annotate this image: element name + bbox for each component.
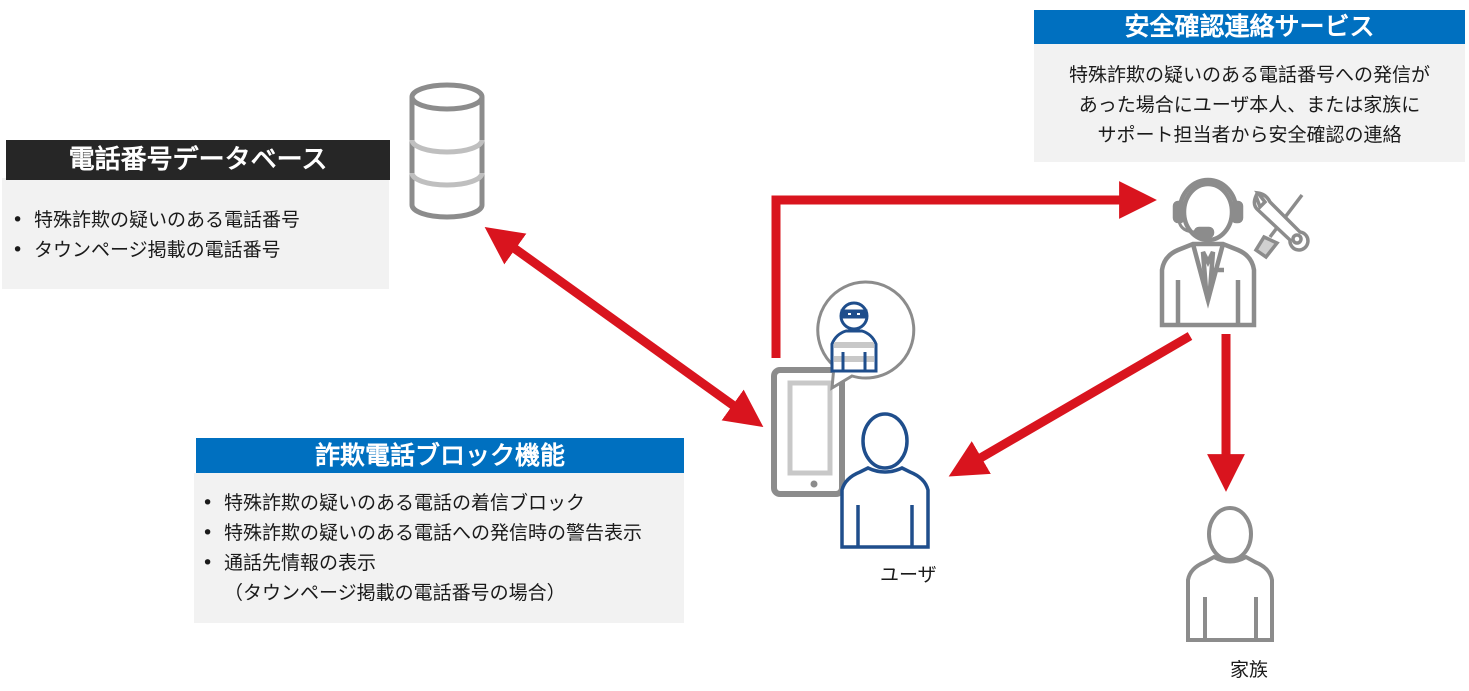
family-person-icon [1186, 506, 1274, 642]
database-item: タウンページ掲載の電話番号 [12, 235, 300, 265]
safety-line: サポート担当者から安全確認の連絡 [1097, 124, 1402, 146]
arrow-smartphone-operator [771, 181, 1157, 358]
user-label: ユーザ [880, 564, 937, 586]
block-item: 特殊詐欺の疑いのある電話の着信ブロック [202, 488, 642, 518]
database-panel-body: 特殊詐欺の疑いのある電話番号 タウンページ掲載の電話番号 [12, 205, 300, 265]
arrow-database-smartphone [484, 226, 764, 428]
safety-panel [1034, 44, 1465, 162]
block-panel-title: 詐欺電話ブロック機能 [196, 438, 684, 473]
smartphone-icon [771, 367, 845, 497]
support-operator-icon [1159, 177, 1257, 328]
database-item: 特殊詐欺の疑いのある電話番号 [12, 205, 300, 235]
fraudster-icon [830, 301, 878, 373]
safety-panel-body: 特殊詐欺の疑いのある電話番号への発信が あった場合にユーザ本人、または家族に サ… [1034, 60, 1465, 150]
database-icon [409, 82, 485, 220]
arrows [484, 181, 1245, 492]
safety-panel-title: 安全確認連絡サービス [1034, 10, 1465, 44]
user-icon [840, 412, 930, 549]
block-panel-body: 特殊詐欺の疑いのある電話の着信ブロック 特殊詐欺の疑いのある電話への発信時の警告… [202, 488, 642, 608]
safety-line: あった場合にユーザ本人、または家族に [1078, 94, 1421, 116]
block-item: 通話先情報の表示 [202, 548, 642, 578]
database-panel-title: 電話番号データベース [6, 140, 390, 180]
arrow-operator-user [948, 332, 1193, 477]
family-label: 家族 [1230, 659, 1269, 681]
block-item-continuation: （タウンページ掲載の電話番号の場合） [224, 582, 566, 604]
safety-line: 特殊詐欺の疑いのある電話番号への発信が [1068, 64, 1430, 86]
tools-icon [1252, 190, 1310, 260]
block-item: 特殊詐欺の疑いのある電話への発信時の警告表示 [202, 518, 642, 548]
